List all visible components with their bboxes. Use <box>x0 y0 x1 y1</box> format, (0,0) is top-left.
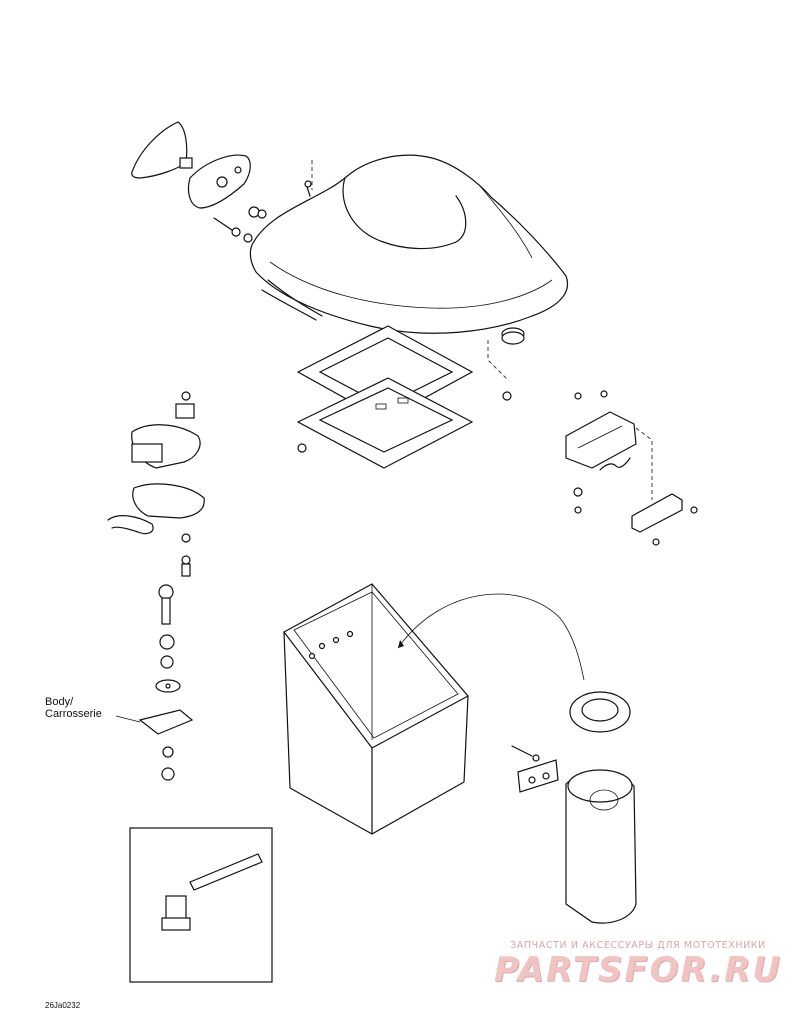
watermark: ЗАПЧАСТИ И АКСЕССУАРЫ ДЛЯ МОТОТЕХНИКИ PA… <box>488 940 788 989</box>
inset-tool-rod <box>189 853 263 891</box>
latch-wire <box>107 515 154 535</box>
inset-box <box>129 827 273 983</box>
stack-washer-3 <box>162 746 174 758</box>
latch-washer <box>248 206 267 219</box>
body-label-line2: Carrosserie <box>45 708 102 720</box>
storage-cover-lid <box>249 154 568 334</box>
storage-bin <box>283 583 469 835</box>
cup-screw <box>511 745 540 762</box>
stack-washer-1 <box>181 533 191 543</box>
latch-base <box>132 483 205 519</box>
hinge-bracket <box>631 493 698 546</box>
assembly-leader-arc <box>397 593 585 681</box>
latch-nut <box>243 233 253 243</box>
body-panel-section <box>115 709 194 735</box>
drawing-reference: 26Ja0232 <box>45 1001 81 1010</box>
rubber-bumper <box>501 327 525 345</box>
stack-nut-2 <box>159 634 175 650</box>
stack-washer-large <box>155 679 181 693</box>
latch-plate <box>187 154 251 209</box>
gasket-frame-lower <box>296 377 474 469</box>
stack-bolt <box>158 584 174 625</box>
stack-nut-3 <box>161 767 175 781</box>
watermark-logo: PARTSFOR.RU <box>493 950 783 990</box>
inset-tool-head <box>161 895 191 931</box>
body-callout: Body/ Carrosserie <box>45 696 102 720</box>
latch-receiver <box>131 424 201 469</box>
watermark-subtitle: ЗАПЧАСТИ И АКСЕССУАРЫ ДЛЯ МОТОТЕХНИКИ <box>510 940 766 951</box>
latch-hook <box>131 121 193 179</box>
drain-cup <box>565 769 637 924</box>
latch-screw-1 <box>213 217 241 237</box>
stack-washer-2 <box>160 655 174 669</box>
hinge-assembly <box>565 390 653 514</box>
gasket-screw-right <box>487 340 512 401</box>
cup-retainer-plate <box>517 759 559 793</box>
hardware-nut-top <box>175 391 195 419</box>
gasket-screw-left <box>297 443 307 453</box>
drain-cap <box>569 691 631 733</box>
lid-screw <box>304 160 313 197</box>
body-label-line1: Body/ <box>45 696 74 708</box>
stack-nut-1 <box>181 555 191 577</box>
